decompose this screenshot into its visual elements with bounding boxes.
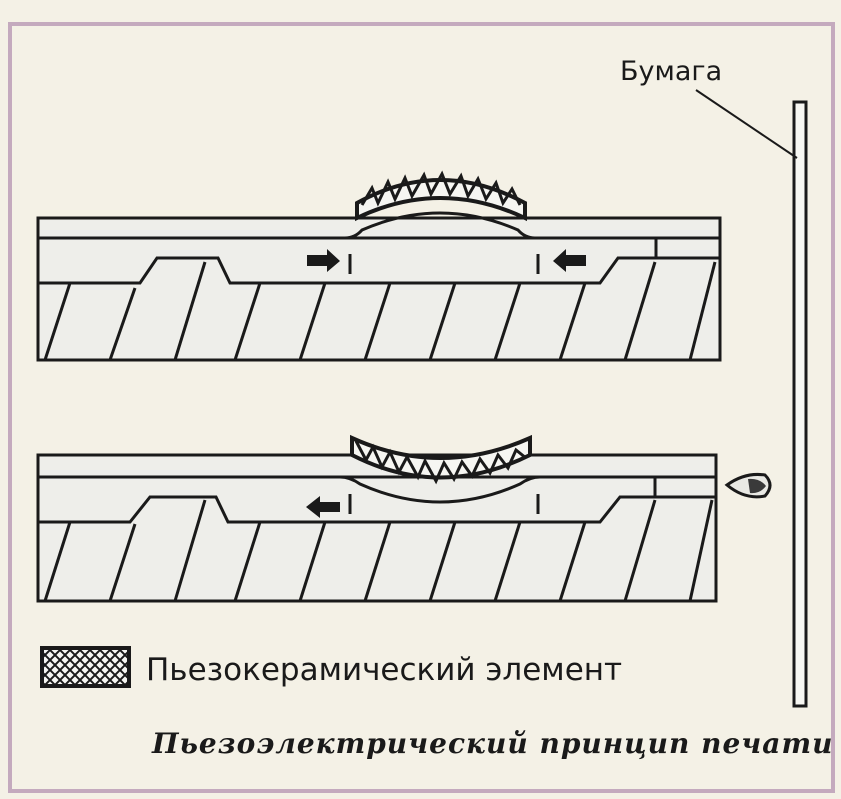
bottom-channel	[36, 475, 718, 603]
top-plate	[36, 216, 722, 240]
top-arrow-left	[553, 249, 586, 272]
top-channel	[36, 236, 722, 362]
bottom-piezo-teeth	[354, 440, 527, 485]
top-membrane	[38, 211, 720, 240]
bottom-base-hatching	[43, 499, 714, 602]
paper-leader-line	[695, 89, 798, 159]
top-base-hatching	[43, 261, 717, 361]
bottom-arrow-left	[306, 496, 340, 518]
bottom-membrane	[38, 475, 716, 504]
top-printhead	[36, 170, 722, 362]
legend-swatch-icon	[40, 646, 131, 688]
outer-frame	[8, 22, 835, 793]
bottom-base-profile	[38, 495, 716, 524]
paper-label: Бумага	[620, 56, 723, 87]
paper-sheet	[792, 100, 808, 708]
top-piezo-teeth	[360, 170, 522, 207]
bottom-printhead	[36, 434, 772, 603]
ink-drop-shade	[748, 478, 766, 494]
figure-caption: Пьезоэлектрический принцип печати	[152, 727, 834, 760]
top-base-profile	[38, 256, 720, 285]
top-arrow-right	[307, 249, 340, 272]
legend-label: Пьезокерамический элемент	[146, 652, 623, 688]
